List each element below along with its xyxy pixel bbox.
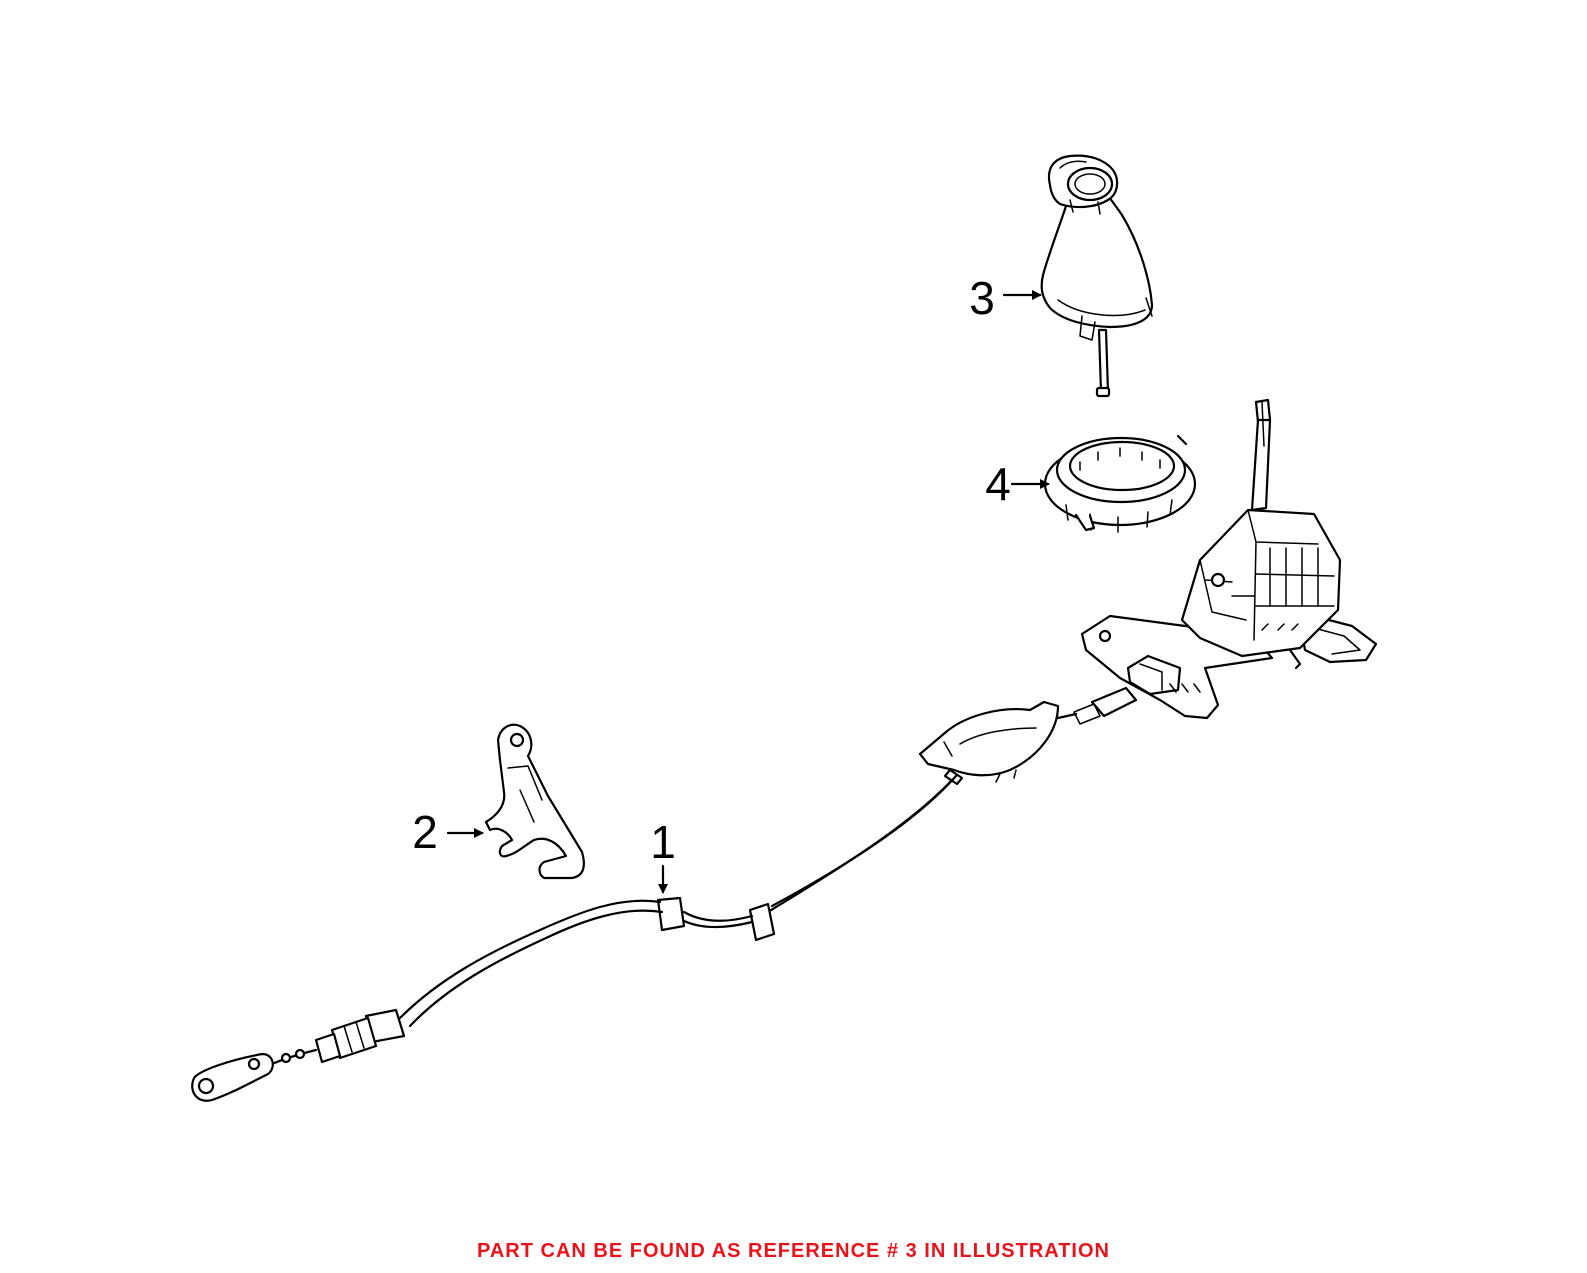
shift-knob-boot [1040,154,1154,398]
callout-number: 1 [650,816,676,868]
callout-1: 1 [650,816,676,894]
callout-number: 3 [969,272,995,324]
callout-3: 3 [969,272,1042,324]
shifter-assembly [1080,398,1378,720]
shift-cable [191,686,1138,1102]
trim-ring [1043,434,1197,533]
callout-4: 4 [985,458,1050,510]
callout-2: 2 [412,806,484,858]
cable-bracket [484,723,585,880]
reference-note: PART CAN BE FOUND AS REFERENCE # 3 IN IL… [477,1240,1110,1262]
callout-number: 2 [412,806,438,858]
callout-number: 4 [985,458,1011,510]
